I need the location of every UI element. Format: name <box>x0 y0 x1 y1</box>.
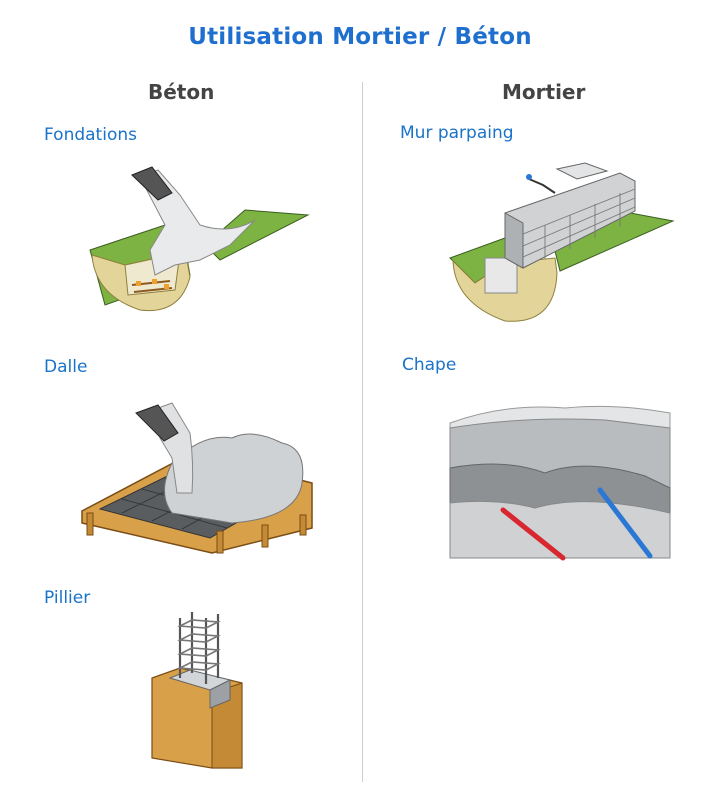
block-wall-illustration <box>449 162 675 322</box>
label-chape: Chape <box>402 355 457 375</box>
label-pillier: Pillier <box>44 588 91 608</box>
label-mur-parpaing: Mur parpaing <box>400 123 514 143</box>
label-fondations: Fondations <box>44 125 137 145</box>
column-heading-beton: Béton <box>148 80 215 104</box>
screed-illustration <box>449 405 671 561</box>
column-heading-mortier: Mortier <box>502 80 586 104</box>
column-divider <box>362 82 363 782</box>
foundation-trench-illustration <box>89 166 310 312</box>
pillar-formwork-illustration <box>151 612 243 769</box>
label-dalle: Dalle <box>44 357 88 377</box>
page-title: Utilisation Mortier / Béton <box>188 24 532 50</box>
concrete-slab-illustration <box>81 402 313 554</box>
